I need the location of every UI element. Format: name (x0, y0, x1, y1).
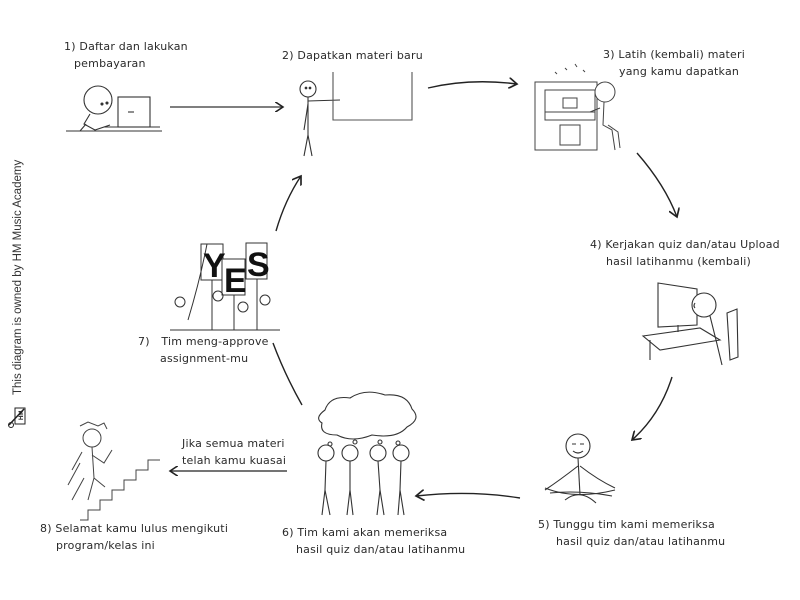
step-7-label: 7) Tim meng-approve assignment-mu (138, 333, 269, 367)
step-6-text-line2: hasil quiz dan/atau latihanmu (296, 543, 466, 556)
step-6-text-line1: Tim kami akan memeriksa (297, 526, 448, 539)
illustration-person-pointing-at-board (299, 72, 413, 157)
step-3-number: 3) (603, 48, 615, 61)
step-7-number: 7) (138, 335, 150, 348)
illustration-person-meditating (544, 433, 616, 504)
step-1-number: 1) (64, 40, 76, 53)
step-6-label: 6) Tim kami akan memeriksa hasil quiz da… (282, 524, 465, 558)
step-5-text-line1: Tunggu tim kami memeriksa (553, 518, 715, 531)
step-6-number: 6) (282, 526, 294, 539)
condition-text-line2: telah kamu kuasai (182, 454, 287, 467)
step-8-text-line2: program/kelas ini (56, 539, 155, 552)
step-4-text-line2: hasil latihanmu (kembali) (606, 255, 751, 268)
step-8-number: 8) (40, 522, 52, 535)
step-1-label: 1) Daftar dan lakukan pembayaran (64, 38, 188, 72)
illustration-person-playing-piano (534, 63, 621, 151)
svg-text:HM: HM (19, 411, 25, 420)
step-8-text-line1: Selamat kamu lulus mengikuti (55, 522, 229, 535)
yes-sign-y: Y (203, 247, 226, 285)
step-5-text-line2: hasil quiz dan/atau latihanmu (556, 535, 726, 548)
arrow-3-to-4 (636, 152, 677, 217)
step-2-label: 2) Dapatkan materi baru (282, 47, 423, 64)
step-4-label: 4) Kerjakan quiz dan/atau Upload hasil l… (590, 236, 780, 270)
step-1-text-line2: pembayaran (74, 57, 146, 70)
illustration-person-at-laptop (66, 85, 162, 132)
step-3-label: 3) Latih (kembali) materi yang kamu dapa… (603, 46, 745, 80)
arrow-7-to-2 (275, 176, 301, 232)
step-4-text-line1: Kerjakan quiz dan/atau Upload (605, 238, 780, 251)
ownership-watermark: This diagram is owned by HM Music Academ… (12, 159, 24, 395)
condition-label: Jika semua materi telah kamu kuasai (182, 435, 286, 469)
step-7-text-line1: Tim meng-approve (161, 335, 269, 348)
hm-logo-icon: HM (8, 407, 26, 428)
condition-text-line1: Jika semua materi (182, 437, 285, 450)
step-7-text-line2: assignment-mu (160, 352, 249, 365)
step-4-number: 4) (590, 238, 602, 251)
arrow-5-to-6 (416, 493, 521, 498)
illustration-person-at-computer (641, 282, 739, 366)
arrow-4-to-5 (632, 376, 673, 440)
arrow-2-to-3 (427, 82, 517, 88)
illustration-team-thinking (317, 391, 417, 516)
arrow-6-to-7 (272, 342, 303, 406)
step-1-text-line1: Daftar dan lakukan (79, 40, 188, 53)
yes-sign-e: E (224, 262, 247, 300)
illustration-person-climbing-stairs (67, 421, 160, 521)
step-8-label: 8) Selamat kamu lulus mengikuti program/… (40, 520, 228, 554)
step-3-text-line1: Latih (kembali) materi (618, 48, 746, 61)
step-3-text-line2: yang kamu dapatkan (619, 65, 740, 78)
step-2-text-line1: Dapatkan materi baru (297, 49, 423, 62)
step-5-number: 5) (538, 518, 550, 531)
illustration-team-holding-yes-signs (170, 242, 280, 331)
step-5-label: 5) Tunggu tim kami memeriksa hasil quiz … (538, 516, 725, 550)
yes-sign-s: S (247, 246, 270, 284)
step-2-number: 2) (282, 49, 294, 62)
